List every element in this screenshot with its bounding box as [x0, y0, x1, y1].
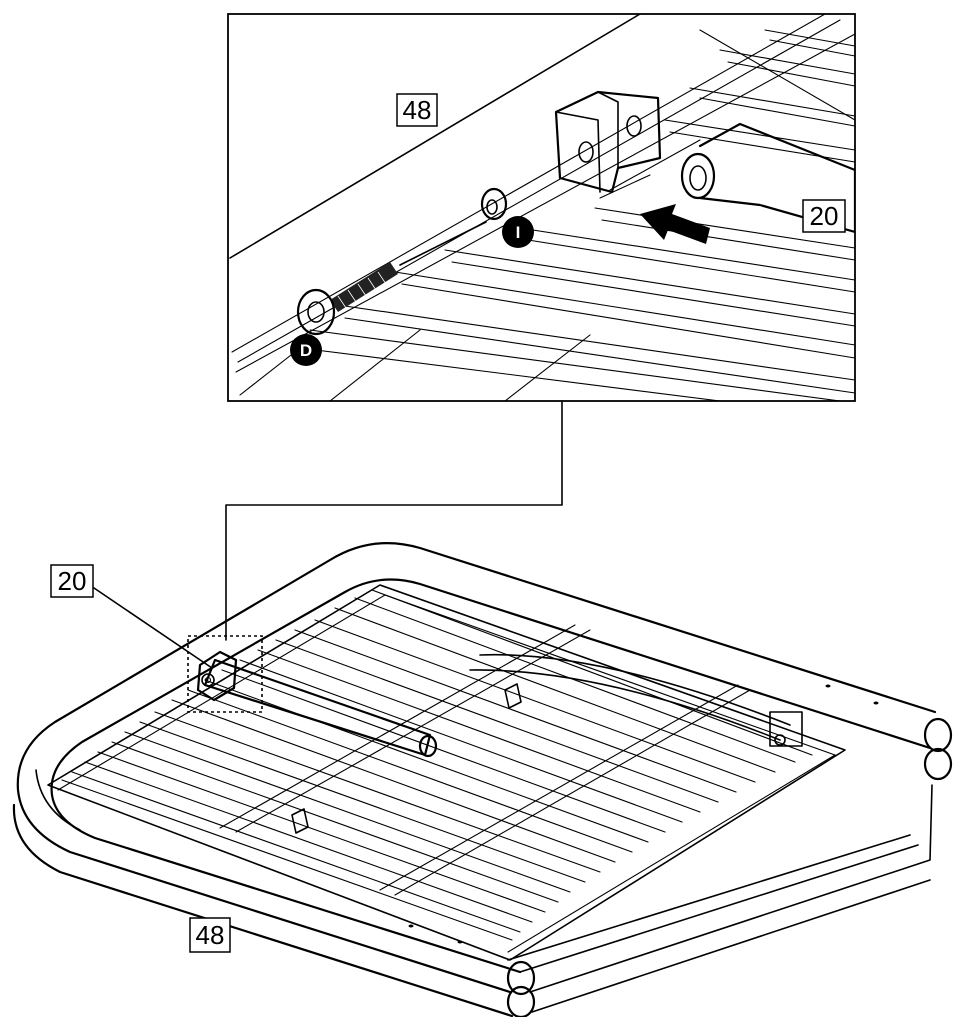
- main-assembly: [12, 542, 953, 1017]
- inset-washer: [480, 187, 508, 221]
- inset-panel-label: 48: [403, 95, 432, 125]
- screw-callout-letter: D: [300, 341, 312, 360]
- detail-region-marker: [187, 635, 263, 713]
- tube-label-leader: [93, 587, 213, 669]
- inset-frame: [227, 13, 856, 402]
- frame-holes: [408, 684, 879, 944]
- inset-screw: [296, 221, 487, 336]
- insert-arrow-icon: [640, 204, 710, 244]
- inset-tube-label: 20: [810, 201, 839, 231]
- detail-inset: 48 20 I D: [227, 13, 856, 402]
- main-frame-tube-ends: [506, 717, 953, 1017]
- main-frame-tube: [12, 542, 937, 1017]
- inset-tube: [680, 122, 855, 234]
- main-tube-label: 20: [58, 566, 87, 596]
- main-frame-label: 48: [196, 920, 225, 950]
- main-bracket: [196, 650, 238, 702]
- screw-callout: [290, 334, 322, 366]
- washer-callout-letter: I: [516, 223, 521, 242]
- inset-wire-grid: [239, 29, 855, 401]
- main-wire-grid: [47, 584, 846, 961]
- inset-bracket: [554, 90, 662, 194]
- detail-leader-line: [225, 400, 563, 641]
- main-support-rod: [203, 653, 803, 834]
- washer-callout: [502, 216, 534, 248]
